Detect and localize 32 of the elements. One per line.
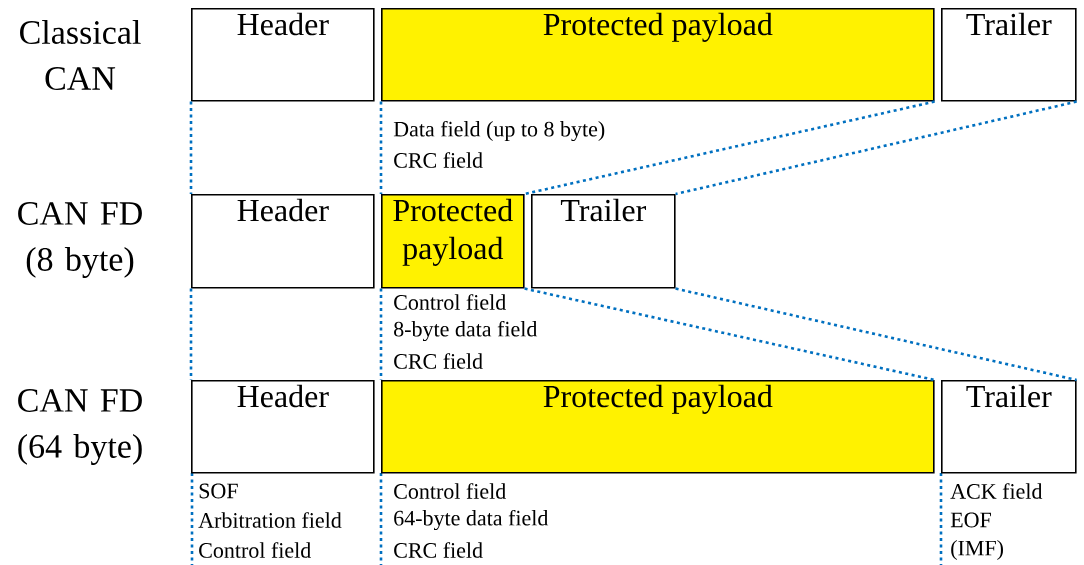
field-label: CRC field — [394, 152, 483, 168]
field-label: Control field — [394, 483, 506, 499]
projection-line — [675, 287, 1077, 382]
frame-field-box: Header — [191, 8, 375, 102]
frame-field-box: Header — [191, 380, 375, 474]
row-label: CAN FD (64 byte) — [18, 389, 142, 465]
payload-field-box: Protected payload — [381, 194, 525, 289]
field-label: ACK field — [950, 483, 1043, 499]
projection-line — [524, 287, 935, 382]
field-label: (IMF) — [951, 540, 1003, 560]
frame-field-box: Trailer — [941, 8, 1077, 102]
field-label: EOF — [950, 512, 991, 528]
field-label: CRC field — [394, 542, 483, 558]
field-label: Data field (up to 8 byte) — [393, 120, 605, 142]
field-label: CRC field — [394, 353, 483, 369]
projection-line — [379, 101, 383, 194]
projection-line — [189, 101, 193, 194]
row-label: CAN FD (8 byte) — [18, 202, 142, 278]
frame-field-box: Trailer — [941, 380, 1077, 474]
field-label: 8-byte data field — [394, 320, 538, 342]
frame-field-box: Trailer — [531, 194, 676, 289]
field-label: 64-byte data field — [394, 509, 549, 531]
field-label: SOF — [199, 483, 238, 499]
payload-field-box: Protected payload — [381, 380, 935, 474]
frame-field-box: Header — [191, 194, 375, 289]
field-label: Control field — [394, 294, 506, 310]
field-label: Control field — [199, 542, 311, 558]
projection-line — [524, 100, 935, 196]
projection-line — [675, 100, 1077, 196]
field-label: Arbitration field — [198, 512, 342, 528]
payload-field-box: Protected payload — [381, 8, 935, 102]
row-label: Classical CAN — [20, 20, 141, 90]
